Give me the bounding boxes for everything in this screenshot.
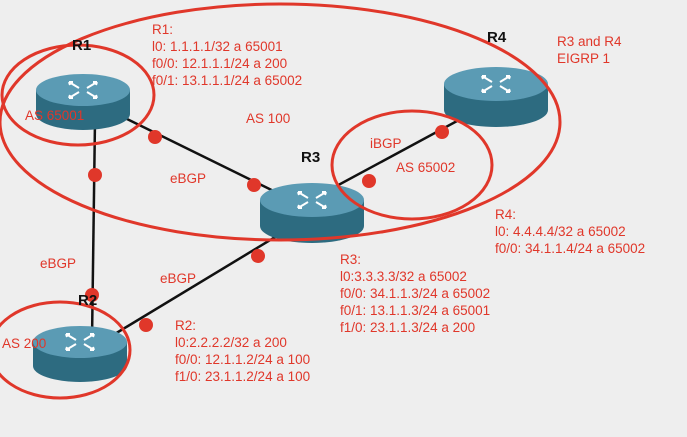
router-r3[interactable]: [260, 183, 364, 243]
interface-dot-r1-r3-a: [148, 130, 162, 144]
r2-info: R2: l0:2.2.2.2/32 a 200 f0/0: 12.1.1.2/2…: [175, 318, 314, 384]
interface-dot-r1-r2-a: [88, 168, 102, 182]
r1-info: R1: l0: 1.1.1.1/32 a 65001 f0/0: 12.1.1.…: [152, 22, 302, 88]
as-label-r3: AS 65002: [396, 160, 455, 175]
link-r2-r3: [84, 220, 301, 354]
ebgp-label-r1-r2: eBGP: [40, 256, 76, 271]
interface-dot-r1-r2-b: [85, 288, 99, 302]
as100-label: AS 100: [246, 111, 290, 126]
ebgp-label-r2-r3: eBGP: [160, 271, 196, 286]
router-r1[interactable]: [36, 74, 130, 130]
router-r1-name: R1: [72, 37, 91, 54]
interface-dot-r2-r3-b: [251, 249, 265, 263]
as-label-r2: AS 200: [2, 336, 46, 351]
router-r2-name: R2: [78, 292, 97, 309]
as-label-r1: AS 65001: [25, 108, 84, 123]
link-r1-r2: [90, 119, 97, 341]
as65002-circle: [330, 109, 494, 221]
r3-info: R3: l0:3.3.3.3/32 a 65002 f0/0: 34.1.1.3…: [340, 252, 494, 335]
router-r3-name: R3: [301, 149, 320, 166]
as200-circle: [0, 300, 132, 400]
ibgp-label: iBGP: [370, 136, 402, 151]
as100-boundary: [0, 2, 562, 242]
eigrp-note: R3 and R4 EIGRP 1: [557, 34, 625, 66]
interface-dot-r2-r3-a: [139, 318, 153, 332]
router-r4[interactable]: [444, 67, 548, 127]
router-r4-name: R4: [487, 29, 507, 46]
interface-dot-r1-r3-b: [247, 178, 261, 192]
interface-dot-r3-r4-a: [362, 174, 376, 188]
as65001-circle: [0, 43, 156, 147]
interface-dot-r3-r4-b: [435, 125, 449, 139]
ebgp-label-r1-r3: eBGP: [170, 171, 206, 186]
router-r2[interactable]: [33, 326, 127, 382]
r4-info: R4: l0: 4.4.4.4/32 a 65002 f0/0: 34.1.1.…: [495, 207, 645, 256]
